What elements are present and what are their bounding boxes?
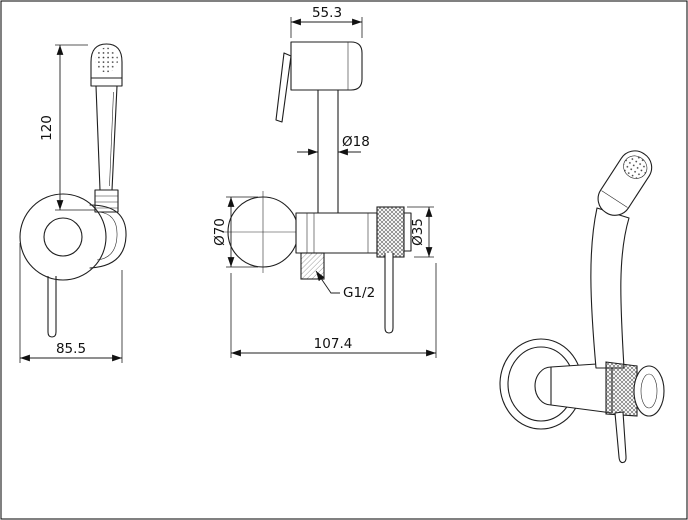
sprayer-lever: [275, 52, 292, 123]
dim-side-depth-label: 85.5: [56, 341, 86, 357]
dim-sprayer-height-label: 120: [39, 115, 55, 141]
inlet-rod-side: [47, 276, 57, 338]
dimension-120: 120: [39, 44, 95, 211]
wall-flange-side: [19, 193, 107, 281]
flange-hub-side: [43, 217, 83, 257]
spray-face-dots-side: [95, 47, 118, 73]
dim-total-depth-label: 107.4: [314, 336, 353, 352]
holder-clamp: [94, 189, 119, 213]
inlet-rod-front: [384, 253, 394, 334]
dimension-g12: G1/2: [315, 270, 375, 301]
holder-hook: [89, 204, 127, 269]
sprayer-handle-3d: [590, 207, 630, 369]
dimension-107-4: 107.4: [230, 263, 437, 358]
knurled-knob-3d: [605, 361, 638, 417]
dim-thread-size-label: G1/2: [343, 285, 375, 301]
dimension-d18: Ø18: [297, 134, 370, 156]
sprayer-handle-side: [95, 85, 118, 191]
knob-cap: [403, 212, 412, 252]
dimension-d70: Ø70: [212, 196, 258, 268]
valve-body-3d: [550, 362, 613, 414]
knurled-knob: [376, 206, 405, 258]
dim-head-width-label: 55.3: [312, 5, 342, 21]
sprayer-head-front: [290, 41, 363, 91]
valve-body: [295, 212, 378, 254]
dimension-85-5: 85.5: [19, 243, 123, 363]
dimension-d35: Ø35: [407, 206, 434, 258]
front-view: Ø18 55.3 Ø70: [212, 5, 437, 358]
dim-knob-diameter-label: Ø35: [410, 218, 426, 246]
side-view: 120 85.5: [19, 43, 127, 363]
dimension-55-3: 55.3: [290, 5, 363, 38]
sprayer-head-3d: [597, 150, 653, 216]
dim-flange-diameter-label: Ø70: [212, 218, 228, 246]
perspective-view: [499, 150, 665, 464]
thread-outlet: [300, 252, 325, 280]
dim-tube-diameter-label: Ø18: [342, 134, 370, 150]
spray-face-dots-3d: [623, 155, 648, 179]
inlet-rod-3d: [614, 411, 627, 464]
knob-cap-3d: [633, 365, 665, 417]
